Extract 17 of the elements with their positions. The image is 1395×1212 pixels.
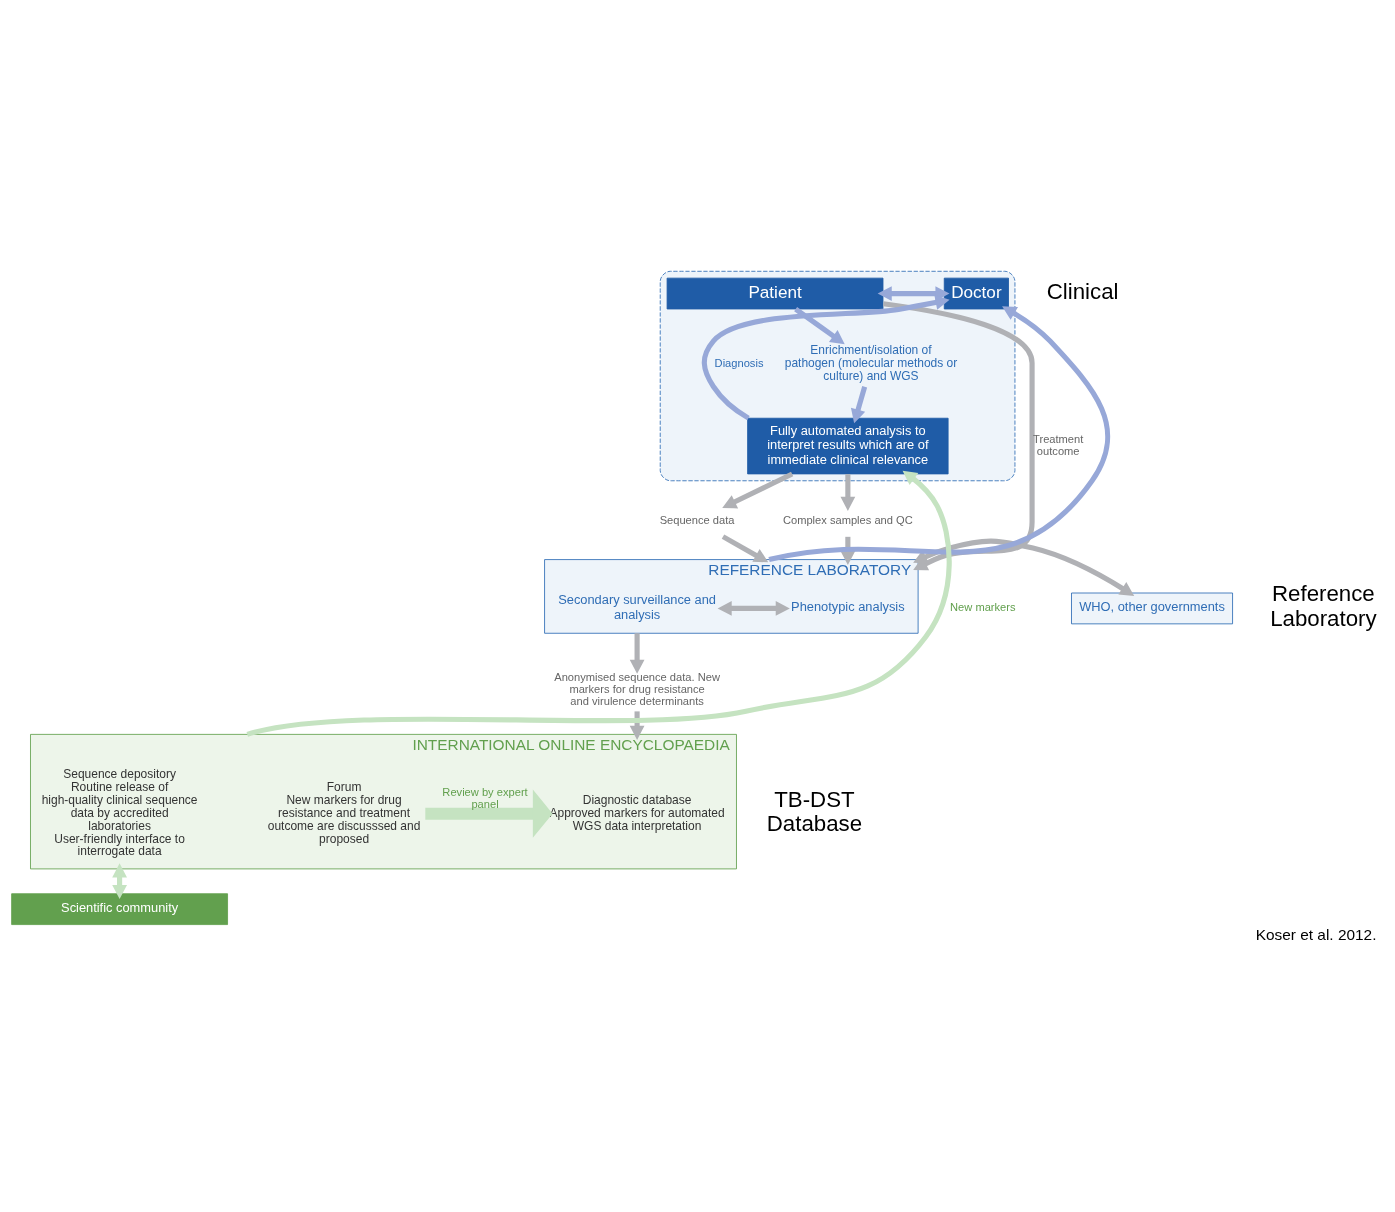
node-text: Enrichment/isolation of pathogen (molecular methods or culture) and WGS <box>784 342 958 383</box>
label: Reference Laboratory <box>1270 580 1377 631</box>
node-text: Sequence depository Routine release of high-quality clinical sequence data by accredited laboratories User-friendly interface to interrogate data <box>41 766 198 858</box>
node-text: Phenotypic analysis <box>791 598 905 614</box>
edge-label: Diagnosis <box>714 356 764 369</box>
node-text: Secondary surveillance and analysis <box>558 591 716 622</box>
edge-label: Review by expert panel <box>442 785 528 810</box>
edge-label: New markers <box>950 600 1016 613</box>
node-text: Complex samples and QC <box>782 513 913 526</box>
node-text: Sequence data <box>659 513 735 526</box>
label: TB-DST Database <box>766 786 863 836</box>
caption: Koser et al. 2012. <box>1255 925 1377 943</box>
node-text: Forum New markers for drug resistance and treatment outcome are discusssed and proposed <box>267 779 421 845</box>
edge-label: Treatment outcome <box>1033 432 1084 457</box>
label: Clinical <box>1046 278 1119 304</box>
node-text: Anonymised sequence data. New markers for drug resistance and virulence determinants <box>554 670 720 707</box>
node-text: Diagnostic database Approved markers for automated WGS data interpretation <box>549 792 725 833</box>
